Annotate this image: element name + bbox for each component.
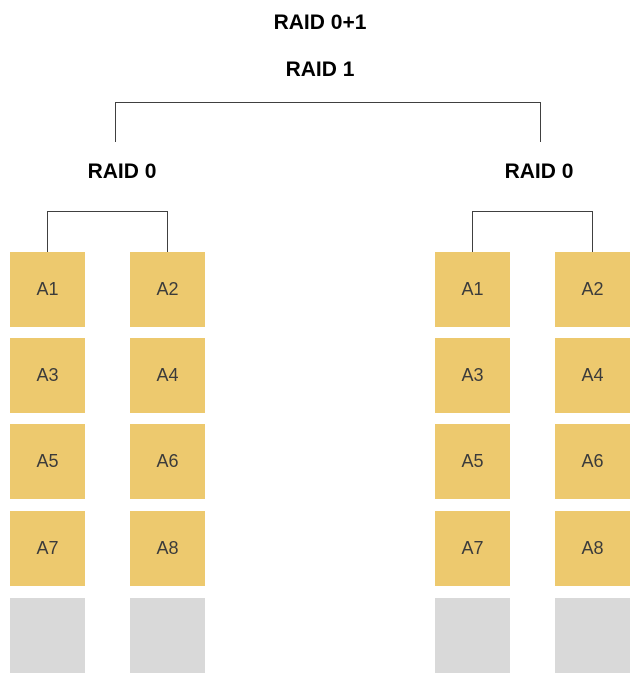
disk-block-left-a4: A4	[130, 338, 205, 413]
disk-block-left-a8: A8	[130, 511, 205, 586]
disk-block-left-a6: A6	[130, 424, 205, 499]
disk-block-right-a5: A5	[435, 424, 510, 499]
raid1-label: RAID 1	[285, 58, 355, 81]
disk-block-right-a8: A8	[555, 511, 630, 586]
disk-block-right-a3: A3	[435, 338, 510, 413]
raid1-connector-bracket	[115, 102, 541, 142]
empty-disk-block	[555, 598, 630, 673]
disk-block-left-a3: A3	[10, 338, 85, 413]
raid0-label-right: RAID 0	[504, 160, 574, 183]
disk-block-left-a2: A2	[130, 252, 205, 327]
disk-block-left-a7: A7	[10, 511, 85, 586]
empty-disk-block	[10, 598, 85, 673]
disk-block-right-a2: A2	[555, 252, 630, 327]
disk-block-right-a1: A1	[435, 252, 510, 327]
raid0-connector-bracket-left	[47, 211, 168, 252]
disk-block-left-a5: A5	[10, 424, 85, 499]
raid0-label-left: RAID 0	[87, 160, 157, 183]
disk-block-right-a6: A6	[555, 424, 630, 499]
empty-disk-block	[435, 598, 510, 673]
disk-block-right-a7: A7	[435, 511, 510, 586]
raid0-connector-bracket-right	[472, 211, 593, 252]
diagram-title: RAID 0+1	[273, 11, 367, 34]
empty-disk-block	[130, 598, 205, 673]
disk-block-right-a4: A4	[555, 338, 630, 413]
disk-block-left-a1: A1	[10, 252, 85, 327]
